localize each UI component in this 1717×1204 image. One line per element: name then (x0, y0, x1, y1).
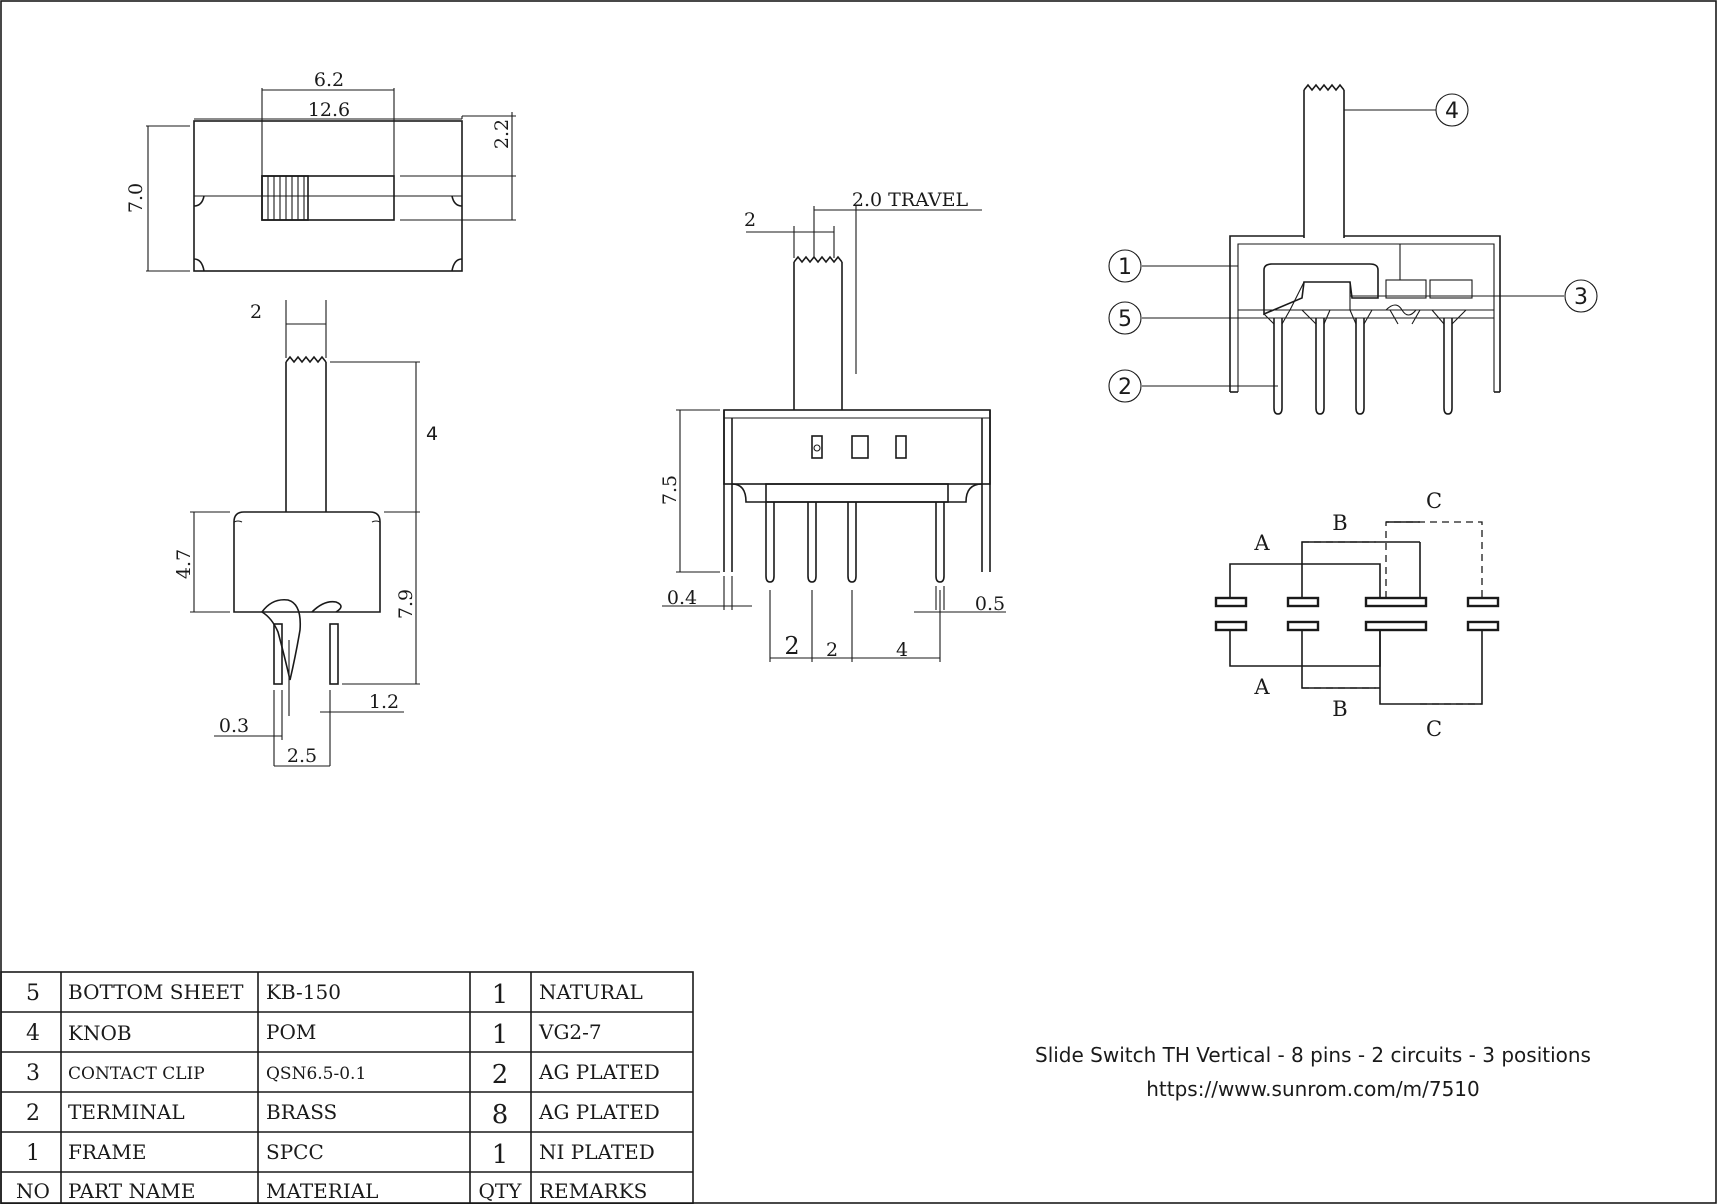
dim-2-5: 2.5 (287, 745, 317, 767)
bom-material: POM (266, 1020, 316, 1044)
bom-no: 3 (26, 1061, 40, 1086)
dim-4-side: 4 (426, 423, 438, 445)
section-view: 1 5 2 3 4 (1108, 83, 1598, 415)
bom-no: 4 (26, 1021, 40, 1046)
switch-schematic: A B C A B C (1214, 489, 1500, 741)
bom-qty: 1 (492, 1140, 509, 1170)
callout-2: 2 (1118, 375, 1132, 400)
pitch-b: 2 (826, 639, 838, 661)
schem-top-b: B (1332, 511, 1347, 535)
dim-12-6: 12.6 (308, 99, 350, 121)
schem-bottom-a: A (1253, 675, 1270, 699)
pitch-a: 2 (784, 632, 799, 660)
bom-header-material: MATERIAL (266, 1179, 378, 1203)
dim-0-5: 0.5 (975, 593, 1005, 615)
bom-material: BRASS (266, 1100, 337, 1124)
callout-4: 4 (1445, 99, 1459, 124)
bom-part-name: TERMINAL (68, 1100, 185, 1124)
bom-header-no: NO (16, 1179, 50, 1203)
callout-circle-5 (1108, 301, 1142, 335)
bom-part-name: KNOB (68, 1021, 132, 1045)
bom-remarks: NI PLATED (539, 1140, 655, 1164)
dim-2-front: 2 (744, 209, 756, 231)
bom-remarks: VG2-7 (538, 1020, 602, 1044)
dim-2-2: 2.2 (491, 119, 513, 149)
schem-top-a: A (1253, 531, 1270, 555)
bom-header-qty: QTY (479, 1179, 523, 1203)
dim-7-5: 7.5 (659, 475, 681, 505)
bom-qty: 1 (492, 980, 509, 1010)
bom-no: 1 (26, 1141, 40, 1166)
schem-bottom-b: B (1332, 697, 1347, 721)
dim-travel: 2.0 TRAVEL (852, 189, 969, 211)
bom-no: 5 (26, 981, 40, 1006)
bom-remarks: AG PLATED (538, 1100, 660, 1124)
front-view: 2 2.0 TRAVEL 7.5 0.4 0.5 2 2 4 (659, 189, 1006, 662)
top-view: 6.2 12.6 2.2 7.0 (125, 69, 516, 272)
bom-part-name: CONTACT CLIP (68, 1064, 205, 1084)
callout-5: 5 (1118, 307, 1132, 332)
bom-row: 5 BOTTOM SHEET KB-150 1 NATURAL (26, 980, 643, 1010)
callout-circle-2 (1108, 369, 1142, 403)
bom-row: 1 FRAME SPCC 1 NI PLATED (26, 1140, 655, 1170)
bom-row: 4 KNOB POM 1 VG2-7 (26, 1020, 602, 1050)
bom-material: SPCC (266, 1140, 324, 1164)
dim-7-9: 7.9 (395, 589, 417, 619)
bom-part-name: BOTTOM SHEET (68, 980, 244, 1004)
bom-qty: 2 (492, 1060, 509, 1090)
bom-row: 3 CONTACT CLIP QSN6.5-0.1 2 AG PLATED (26, 1060, 660, 1090)
bom-header-row: NO PART NAME MATERIAL QTY REMARKS (16, 1179, 647, 1203)
bom-header-remarks: REMARKS (539, 1179, 647, 1203)
bom-qty: 8 (492, 1100, 509, 1130)
bom-no: 2 (26, 1101, 40, 1126)
callout-circle-4 (1435, 93, 1469, 127)
schem-top-c: C (1426, 489, 1442, 513)
dim-0-4: 0.4 (667, 587, 697, 609)
dim-7-0: 7.0 (125, 183, 147, 213)
bom-part-name: FRAME (68, 1140, 146, 1164)
dim-1-2: 1.2 (369, 691, 399, 713)
pitch-c: 4 (896, 639, 908, 661)
dim-2-side: 2 (250, 301, 262, 323)
callout-circle-1 (1108, 249, 1142, 283)
drawing-url: https://www.sunrom.com/m/7510 (1146, 1077, 1480, 1101)
callout-1: 1 (1118, 255, 1132, 280)
side-view: 2 4 4.7 7.9 1.2 0.3 2.5 (173, 300, 438, 767)
bom-remarks: AG PLATED (538, 1060, 660, 1084)
callout-3: 3 (1574, 285, 1588, 310)
dim-6-2: 6.2 (314, 69, 344, 91)
bom-row: 2 TERMINAL BRASS 8 AG PLATED (26, 1100, 660, 1130)
bom-header-part-name: PART NAME (68, 1179, 196, 1203)
bom-material: QSN6.5-0.1 (266, 1064, 366, 1084)
bom-qty: 1 (492, 1020, 509, 1050)
knob-ridges (261, 175, 309, 221)
bom-table: 5 BOTTOM SHEET KB-150 1 NATURAL 4 KNOB P… (0, 971, 694, 1204)
dim-4-7: 4.7 (173, 549, 195, 579)
schem-bottom-c: C (1426, 717, 1442, 741)
dim-0-3: 0.3 (219, 715, 249, 737)
drawing-title: Slide Switch TH Vertical - 8 pins - 2 ci… (1035, 1043, 1591, 1067)
bom-material: KB-150 (266, 980, 341, 1004)
bom-remarks: NATURAL (539, 980, 643, 1004)
callout-circle-3 (1564, 279, 1598, 313)
